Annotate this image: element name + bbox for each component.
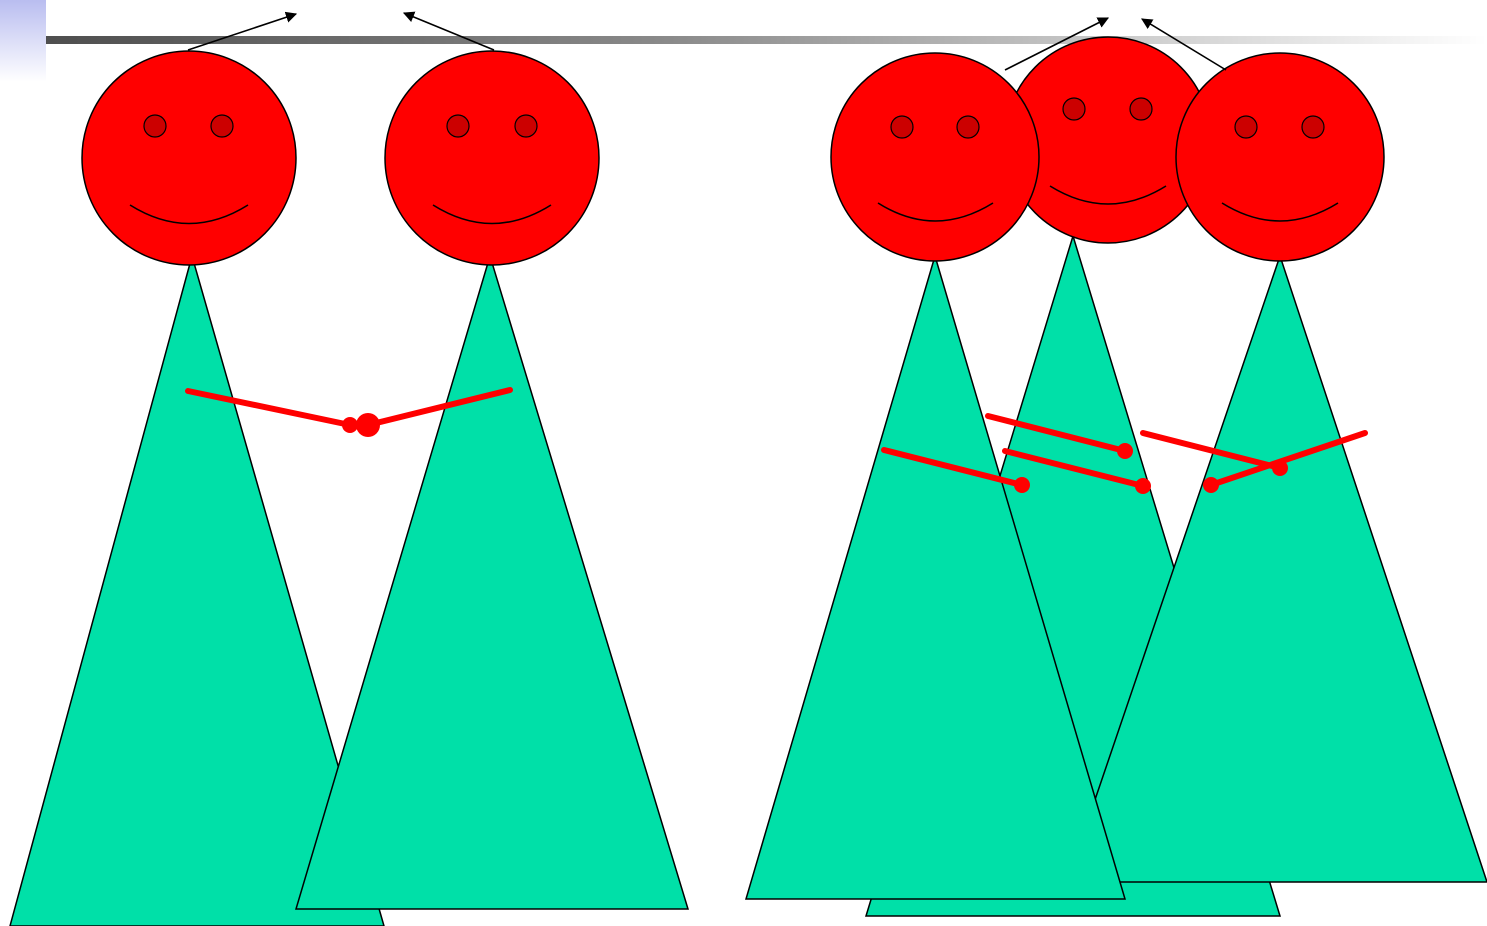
eye-right [1129,97,1153,121]
face-circle [830,52,1040,262]
pair-right-arrow [402,11,495,51]
trio-middle-upper-arm [985,413,1128,454]
eye-right [210,114,234,138]
eye-left [143,114,167,138]
trio-right-head [1175,52,1385,262]
trio-middle-lower-arm [1002,448,1146,489]
pair-right-hand [356,413,380,437]
pair-left-arrow [187,11,298,51]
trio-group [744,17,1487,917]
smile-mouth [129,204,249,225]
pair-left-arm [185,388,353,428]
eye-left [446,114,470,138]
trio-left-body [744,253,1127,900]
pair-right-body [294,253,690,910]
eye-right [1301,115,1325,139]
eye-left [1062,97,1086,121]
smile-mouth [1049,185,1167,205]
trio-right-arm-a [1140,430,1283,471]
pair-arms [185,387,513,437]
face-circle [81,50,297,266]
trio-right-arm-b [1208,430,1368,488]
trio-right-body [1065,253,1487,883]
pair-right-arm [365,387,513,428]
face-circle [384,50,600,266]
trio-middle-upper-hand [1117,443,1133,459]
trio-right-arrow [1141,18,1227,71]
smile-mouth [1221,202,1339,222]
pair-left-body [9,253,385,926]
pair-left-hand [342,417,358,433]
trio-left-arrow [1004,17,1109,71]
trio-right-hand-b [1203,477,1219,493]
pair-left-head [81,50,297,266]
trio-arms [881,413,1368,494]
pair-right-head [384,50,600,266]
header-bar [0,36,1487,44]
face-circle [1175,52,1385,262]
trio-left-head [830,52,1040,262]
eye-left [890,115,914,139]
trio-middle-lower-hand [1135,478,1151,494]
eye-right [514,114,538,138]
smile-mouth [877,202,994,222]
eye-right [956,115,980,139]
eye-left [1234,115,1258,139]
pair-group [9,11,690,926]
corner-accent [0,0,46,82]
trio-left-hand [1014,477,1030,493]
trio-left-arm [881,447,1025,488]
smile-mouth [432,204,552,225]
